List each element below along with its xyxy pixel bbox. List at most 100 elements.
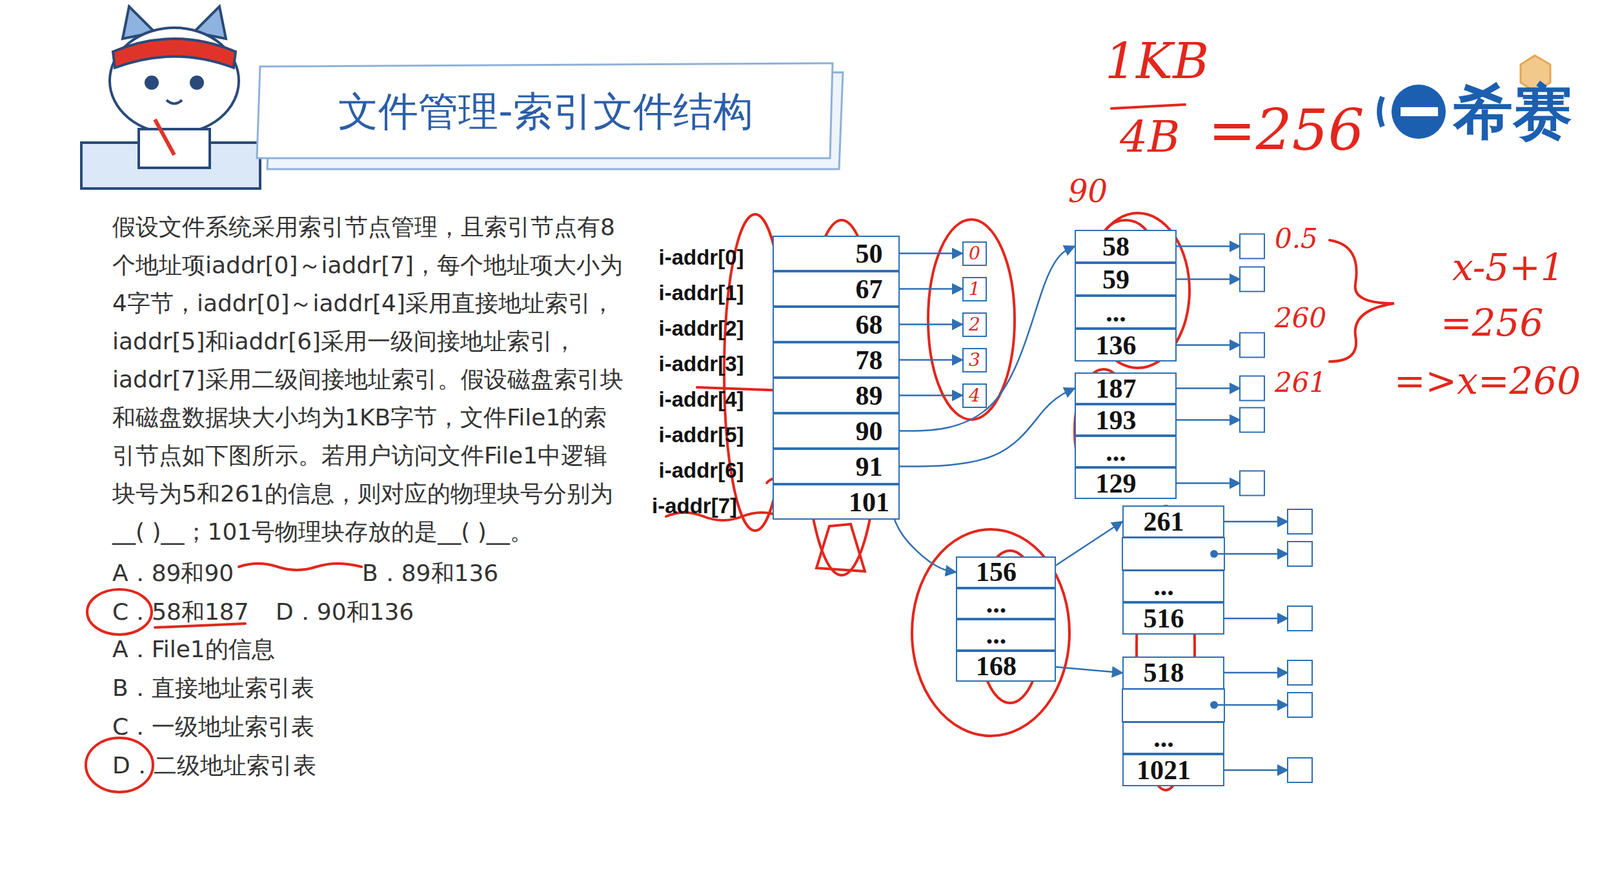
option: A．File1的信息: [112, 632, 275, 667]
block-number: 90: [855, 415, 883, 447]
block-number: 2: [968, 313, 981, 335]
pointer-connector: [889, 252, 963, 255]
pointer-arrow: [1166, 482, 1240, 485]
logo-text: 希赛: [1453, 72, 1573, 153]
address-label: i-addr[6]: [658, 458, 745, 483]
data-block: [1239, 376, 1265, 401]
block-number: 156: [975, 556, 1017, 588]
pointer-arrow: [1214, 617, 1288, 620]
inode-address-cell: i-addr[7]101: [772, 484, 900, 520]
data-block: [1239, 471, 1265, 496]
index-block-entry: 59: [1074, 262, 1177, 296]
address-label: i-addr[7]: [651, 493, 738, 519]
block-number: 129: [1095, 467, 1137, 499]
block-number: 50: [855, 238, 883, 270]
handwritten-note: =>x=260: [1394, 358, 1581, 403]
address-label: i-addr[2]: [658, 316, 745, 341]
pointer-connector: [889, 287, 963, 290]
title-banner: [256, 63, 843, 170]
inode-address-cell: i-addr[4]89: [772, 377, 900, 414]
block-number: 67: [855, 273, 883, 305]
block-number: 1: [968, 278, 981, 300]
logo-emblem: [1400, 107, 1438, 117]
pointer-arrow: [1214, 553, 1288, 556]
data-block: 2: [962, 312, 987, 337]
mascot: [166, 100, 183, 104]
handwritten-note: =256: [1440, 300, 1544, 345]
mascot: [81, 6, 261, 189]
block-number: 193: [1095, 404, 1137, 436]
index-block-entry: 1021: [1122, 753, 1225, 787]
red-annotation: [238, 563, 362, 570]
block-number: 516: [1143, 602, 1185, 634]
handwritten-note: 1KB: [1104, 32, 1209, 90]
block-number: ...: [1105, 296, 1127, 328]
option: D．二级地址索引表: [112, 748, 317, 783]
block-number: 136: [1095, 329, 1137, 361]
red-annotation: [1111, 104, 1185, 109]
red-annotation: [816, 524, 865, 572]
pointer-arrow: [1214, 704, 1288, 707]
index-block-entry: 518: [1122, 656, 1225, 690]
address-label: i-addr[5]: [658, 422, 745, 448]
mascot: [138, 129, 210, 168]
option: D．90和136: [275, 595, 414, 629]
inode-address-cell: i-addr[1]67: [772, 271, 900, 307]
handwritten-note: =256: [1208, 96, 1365, 164]
empty-entry: [1122, 537, 1225, 570]
option: C．58和187: [112, 595, 250, 629]
data-block: [1287, 509, 1313, 534]
pointer-arrow: [1166, 344, 1240, 346]
block-number: 0: [968, 242, 981, 264]
data-block: [1239, 407, 1265, 433]
pointer-arrow: [1166, 278, 1240, 281]
index-block-entry: 129: [1074, 467, 1177, 499]
block-number: ...: [1153, 570, 1175, 602]
option: C．一级地址索引表: [112, 709, 315, 744]
block-number: 168: [975, 650, 1017, 682]
logo-emblem: [1379, 96, 1383, 127]
slide-title: 文件管理-索引文件结构: [338, 84, 753, 139]
data-block: [1287, 757, 1313, 783]
pointer-connector: [889, 394, 963, 397]
block-number: 261: [1143, 506, 1185, 537]
mascot: [145, 76, 158, 89]
data-block: 3: [962, 347, 987, 373]
block-number: 518: [1143, 657, 1185, 689]
data-block: [1287, 660, 1313, 685]
index-block-entry: ...: [1122, 721, 1225, 754]
block-number: ...: [1153, 722, 1175, 754]
pointer-arrow: [1214, 671, 1288, 674]
block-number: 68: [855, 309, 883, 341]
data-block: 0: [962, 241, 987, 266]
pointer-arrow: [1166, 418, 1240, 421]
title-box: 文件管理-索引文件结构: [260, 64, 832, 159]
option: A．89和90: [112, 556, 234, 590]
red-annotation: [911, 529, 1070, 736]
data-block: [1287, 692, 1313, 718]
handwritten-note: 260: [1274, 302, 1327, 334]
pointer-arrow: [1214, 769, 1288, 772]
index-block-entry: 516: [1122, 602, 1225, 635]
handwritten-note: 261: [1274, 366, 1327, 399]
index-block-entry: ...: [1074, 295, 1177, 329]
inode-address-cell: i-addr[5]90: [772, 413, 900, 449]
block-number: 58: [1102, 231, 1130, 263]
block-number: 4: [968, 384, 981, 406]
index-block-entry: 193: [1074, 404, 1177, 436]
block-number: 89: [855, 380, 883, 412]
handwritten-note: x-5+1: [1452, 245, 1565, 290]
inode-address-cell: i-addr[0]50: [772, 235, 900, 272]
mascot: [154, 119, 175, 155]
block-number: 78: [855, 344, 883, 376]
block-number: ...: [1105, 436, 1127, 468]
pointer-arrow: [1166, 245, 1240, 248]
index-block-entry: 58: [1074, 229, 1177, 263]
red-annotation: [928, 219, 1015, 420]
block-number: 101: [848, 486, 890, 518]
option: B．89和136: [362, 556, 499, 590]
block-number: 59: [1102, 263, 1130, 295]
index-block-entry: 168: [955, 650, 1056, 683]
